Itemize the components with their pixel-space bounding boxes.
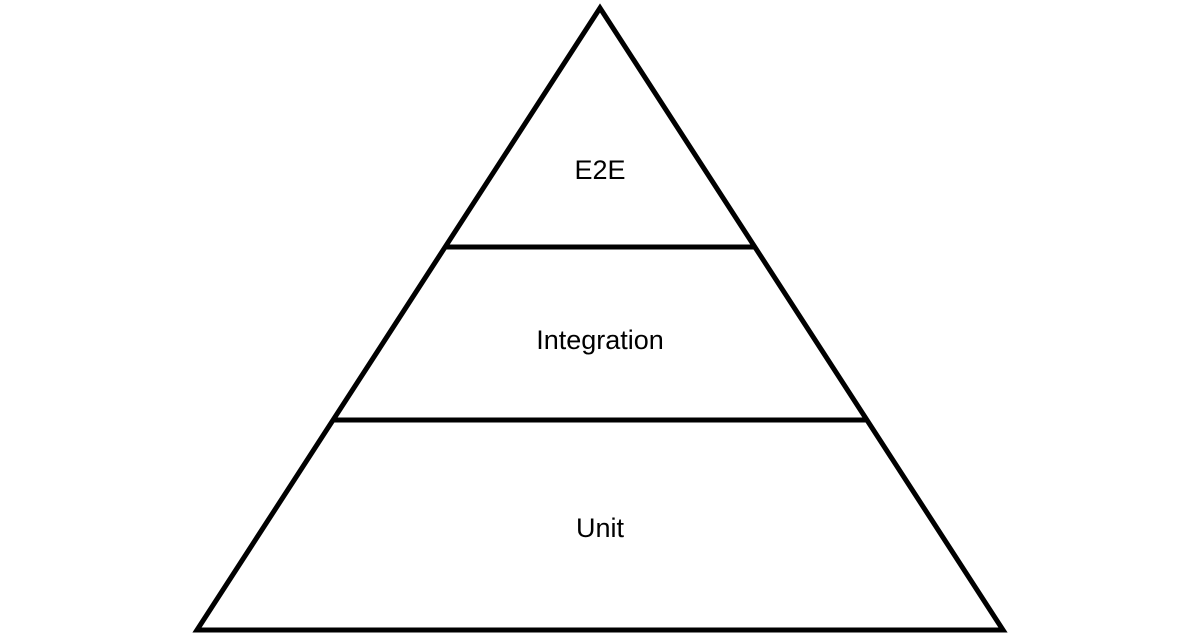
pyramid-level-integration-label: Integration	[536, 325, 664, 355]
pyramid-level-unit-label: Unit	[576, 513, 625, 543]
pyramid-level-e2e-label: E2E	[574, 155, 625, 185]
pyramid-outline	[192, 3, 1008, 633]
